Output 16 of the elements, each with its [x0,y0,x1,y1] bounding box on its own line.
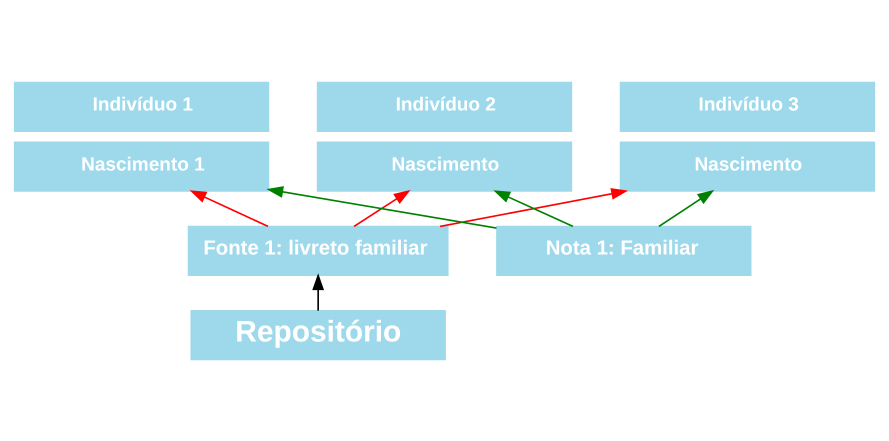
arrow [440,188,628,227]
arrow [658,189,714,227]
node-box: Fonte 1: livreto familiar [188,225,449,276]
node-box: Repositório [190,309,446,360]
arrow [493,190,574,227]
arrow [190,190,268,227]
arrow [312,272,324,310]
node-box: Indivíduo 2 [316,81,572,132]
arrow [266,186,497,228]
node-box: Nascimento [620,141,876,192]
node-box: Nota 1: Familiar [496,225,752,276]
arrow [354,189,411,227]
node-box: Nascimento 1 [14,141,270,192]
node-box: Indivíduo 3 [620,81,876,132]
node-box: Nascimento [316,141,572,192]
node-box: Indivíduo 1 [14,81,270,132]
